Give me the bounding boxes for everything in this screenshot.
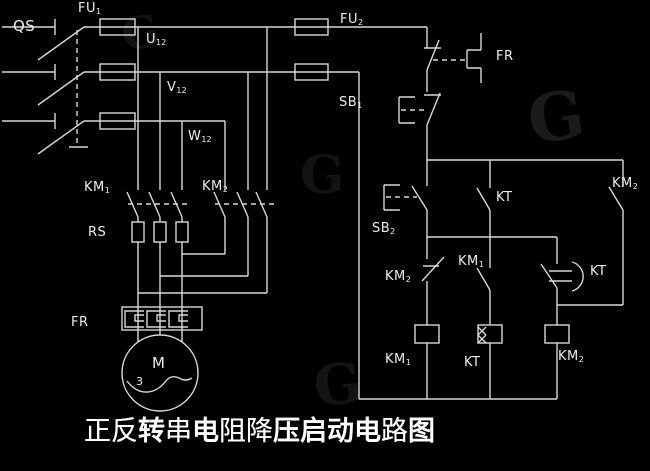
qs-label: QS [13, 17, 36, 35]
motor-symbol [121, 334, 199, 412]
title-char: 启 [300, 416, 327, 447]
wire-w12-label: W12 [188, 129, 212, 144]
title-char: 正 [84, 416, 111, 447]
fu1-label: FU1 [78, 1, 102, 16]
fu2-fuse-symbols [294, 18, 329, 81]
fr-heater-box [121, 306, 203, 331]
motor-label: M [152, 354, 166, 372]
wire-v12-label: V12 [167, 80, 187, 95]
title-char: 电 [192, 416, 219, 447]
km1-aux-label: KM1 [458, 254, 484, 269]
rs-label: RS [88, 225, 107, 240]
title-char: 图 [408, 416, 435, 447]
qs-switch-symbol [2, 19, 88, 155]
fu1-fuse-symbols [99, 18, 136, 130]
motor-phase-label: 3 [136, 375, 144, 388]
fr-overload-label: FR [71, 315, 89, 330]
km2-main-label: KM2 [202, 179, 228, 194]
title-char: 转 [138, 416, 165, 447]
rs-resistor-symbols [131, 221, 189, 243]
km2-coil-label: KM2 [558, 349, 584, 364]
title-char: 串 [165, 416, 192, 447]
sb1-label: SB1 [339, 95, 363, 110]
kt-coil-label: KT [464, 355, 481, 370]
control-circuit [358, 27, 624, 400]
km1-main-label: KM1 [84, 180, 110, 195]
km1-main-branch [126, 27, 190, 342]
km2-aux-label: KM2 [612, 176, 638, 191]
title-char: 降 [246, 416, 273, 447]
title-char: 压 [273, 416, 300, 447]
title-char: 阻 [219, 416, 246, 447]
title: 正反转串电阻降压启动电路图 [84, 416, 435, 448]
title-char: 反 [111, 416, 138, 447]
kt-delayed-label: KT [590, 264, 607, 279]
kt-contact-label: KT [496, 190, 513, 205]
title-char: 电 [354, 416, 381, 447]
km2-nc-label: KM2 [385, 269, 411, 284]
km2-main-branch [138, 27, 277, 294]
fr-contact-label: FR [496, 49, 514, 64]
title-char: 动 [327, 416, 354, 447]
title-char: 路 [381, 416, 408, 447]
km1-coil-label: KM1 [385, 352, 411, 367]
sb2-label: SB2 [372, 221, 396, 236]
wire-u12-label: U12 [146, 32, 167, 47]
fu2-label: FU2 [340, 12, 364, 27]
phase-lines [84, 26, 427, 122]
